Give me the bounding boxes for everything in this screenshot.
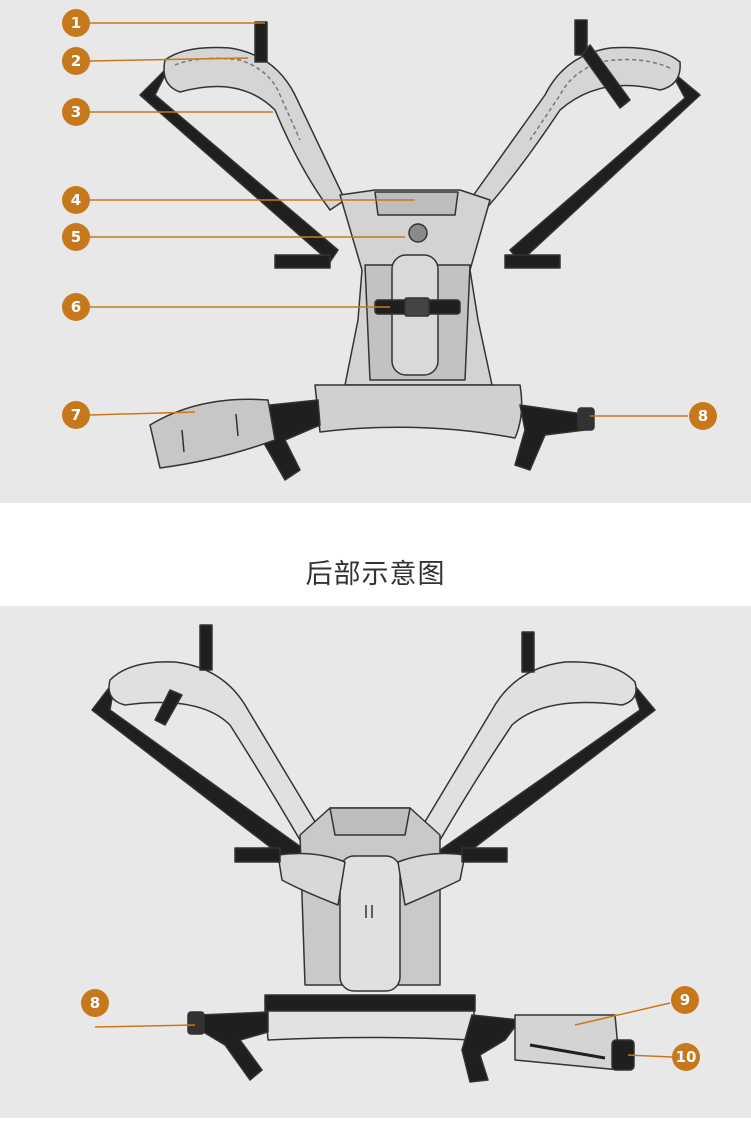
svg-text:8: 8: [90, 994, 100, 1012]
svg-text:9: 9: [680, 991, 690, 1009]
front-carrier-illustration: [139, 19, 701, 481]
back-left-side-strap: [234, 847, 281, 863]
svg-text:7: 7: [71, 406, 81, 424]
svg-text:2: 2: [71, 52, 81, 70]
back-pocket-pad: [514, 1014, 621, 1071]
detached-lumbar-pad: [149, 398, 276, 469]
callout-7: 7: [62, 401, 90, 429]
left-long-strap: [139, 64, 339, 263]
back-leader-lines: [94, 1002, 673, 1058]
svg-text:3: 3: [71, 103, 81, 121]
right-side-strap: [504, 254, 561, 269]
callout-5: 5: [62, 223, 90, 251]
callout-9: 9: [671, 986, 699, 1014]
back-left-shoulder-pad: [108, 661, 321, 841]
callout-3: 3: [62, 98, 90, 126]
front-leader-lines: [89, 22, 688, 417]
back-right-wing: [397, 852, 466, 906]
left-waist-strap: [264, 399, 321, 481]
callout-4: 4: [62, 186, 90, 214]
right-shoulder-pad: [469, 46, 681, 211]
right-top-adjuster: [574, 19, 588, 56]
svg-text:1: 1: [71, 14, 81, 32]
back-right-waist-strap: [461, 1014, 521, 1083]
back-carrier-illustration: [91, 624, 656, 1083]
front-waist-belt: [314, 384, 523, 439]
left-side-strap: [274, 254, 331, 269]
callout-1: 1: [62, 9, 90, 37]
back-right-shoulder-pad: [419, 661, 637, 841]
back-right-top-adjuster: [521, 631, 535, 673]
section-caption: 后部示意图: [305, 559, 446, 590]
left-top-adjuster: [254, 21, 268, 63]
svg-text:10: 10: [676, 1048, 697, 1066]
svg-text:6: 6: [71, 298, 81, 316]
back-right-side-strap: [461, 847, 508, 863]
back-center-pad: [339, 855, 401, 992]
callout-8-front: 8: [689, 402, 717, 430]
callout-10: 10: [672, 1043, 700, 1071]
svg-text:4: 4: [71, 191, 81, 209]
logo-icon: [408, 223, 428, 243]
callout-8-back: 8: [81, 989, 109, 1017]
left-shoulder-pad: [163, 46, 346, 211]
right-long-strap: [509, 69, 701, 263]
back-left-wing: [277, 852, 346, 906]
front-head-support: [374, 191, 459, 216]
callout-6: 6: [62, 293, 90, 321]
back-left-waist-strap: [199, 1011, 269, 1081]
back-left-top-adjuster: [199, 624, 213, 671]
svg-text:8: 8: [698, 407, 708, 425]
svg-text:5: 5: [71, 228, 81, 246]
callout-2: 2: [62, 47, 90, 75]
